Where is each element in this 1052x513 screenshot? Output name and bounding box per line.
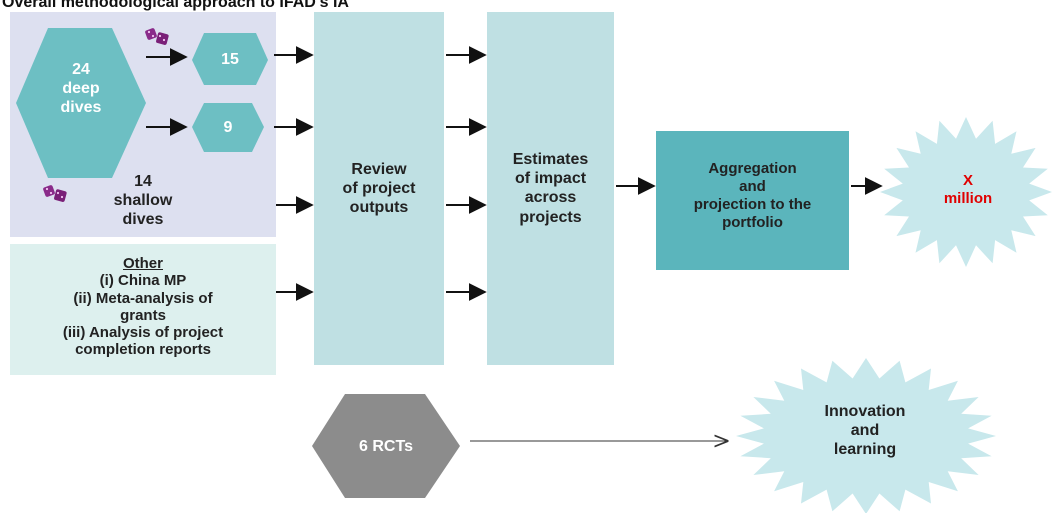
aggregation-line1: Aggregation — [708, 160, 797, 177]
result-line2: million — [943, 190, 993, 207]
rcts-label: 6 RCTs — [359, 438, 413, 455]
review-line3: outputs — [349, 199, 409, 217]
aggregation-label: Aggregation and projection to the portfo… — [656, 160, 849, 232]
aggregation-line2: and — [739, 178, 766, 195]
estimates-line1: Estimates — [512, 151, 589, 168]
shallow-line1: shallow — [113, 192, 173, 210]
other-item3a: (iii) Analysis of project — [62, 324, 224, 341]
dice-icon — [145, 28, 169, 45]
estimates-label: Estimates of impact across projects — [487, 150, 614, 227]
shallow-line2: dives — [122, 211, 164, 229]
aggregation-box — [656, 131, 849, 270]
other-heading: Other — [122, 255, 163, 272]
estimates-line3: across — [524, 189, 577, 207]
innovation-burst — [736, 358, 996, 513]
branch-15-label: 15 — [221, 51, 239, 68]
other-label: Other (i) China MP (ii) Meta-analysis of… — [12, 255, 274, 359]
branch-9-label: 9 — [223, 119, 233, 136]
innovation-line1: Innovation — [824, 403, 906, 420]
deep-dives-count: 24 — [72, 61, 90, 78]
dice-icon — [43, 185, 67, 202]
estimates-column — [487, 12, 614, 365]
result-line1: X — [962, 172, 973, 189]
page-title: Overall methodological approach to IFAD'… — [2, 0, 349, 11]
shallow-count: 14 — [134, 173, 152, 190]
review-line2: of project — [342, 180, 416, 198]
review-line1: Review — [351, 161, 407, 178]
other-item2a: (ii) Meta-analysis of — [73, 289, 213, 307]
result-burst — [880, 117, 1052, 267]
branch-15-hexagon — [192, 33, 268, 85]
other-item2b: grants — [120, 306, 166, 324]
branch-9-hexagon — [192, 103, 264, 152]
deep-dives-hexagon — [16, 28, 146, 178]
innovation-label: Innovation and learning — [805, 402, 925, 460]
innovation-line3: learning — [833, 441, 897, 459]
deep-dives-line2: dives — [60, 99, 102, 117]
rcts-hexagon — [312, 394, 460, 498]
shallow-dives-label: 14 shallow dives — [88, 172, 198, 230]
review-column — [314, 12, 444, 365]
other-item1: (i) China MP — [99, 272, 187, 290]
other-item3b: completion reports — [75, 341, 211, 359]
deep-dives-label: 24 deep dives — [48, 60, 114, 118]
estimates-line4: projects — [519, 208, 582, 226]
flow-arrows — [146, 46, 883, 301]
innovation-line2: and — [850, 422, 880, 440]
deep-dives-line1: deep — [62, 80, 100, 98]
estimates-line2: of impact — [514, 170, 587, 188]
aggregation-line3: projection to the — [693, 196, 812, 213]
review-label: Review of project outputs — [314, 160, 444, 218]
result-label: X million — [918, 172, 1018, 208]
aggregation-line4: portfolio — [722, 214, 783, 231]
other-panel — [10, 244, 276, 375]
